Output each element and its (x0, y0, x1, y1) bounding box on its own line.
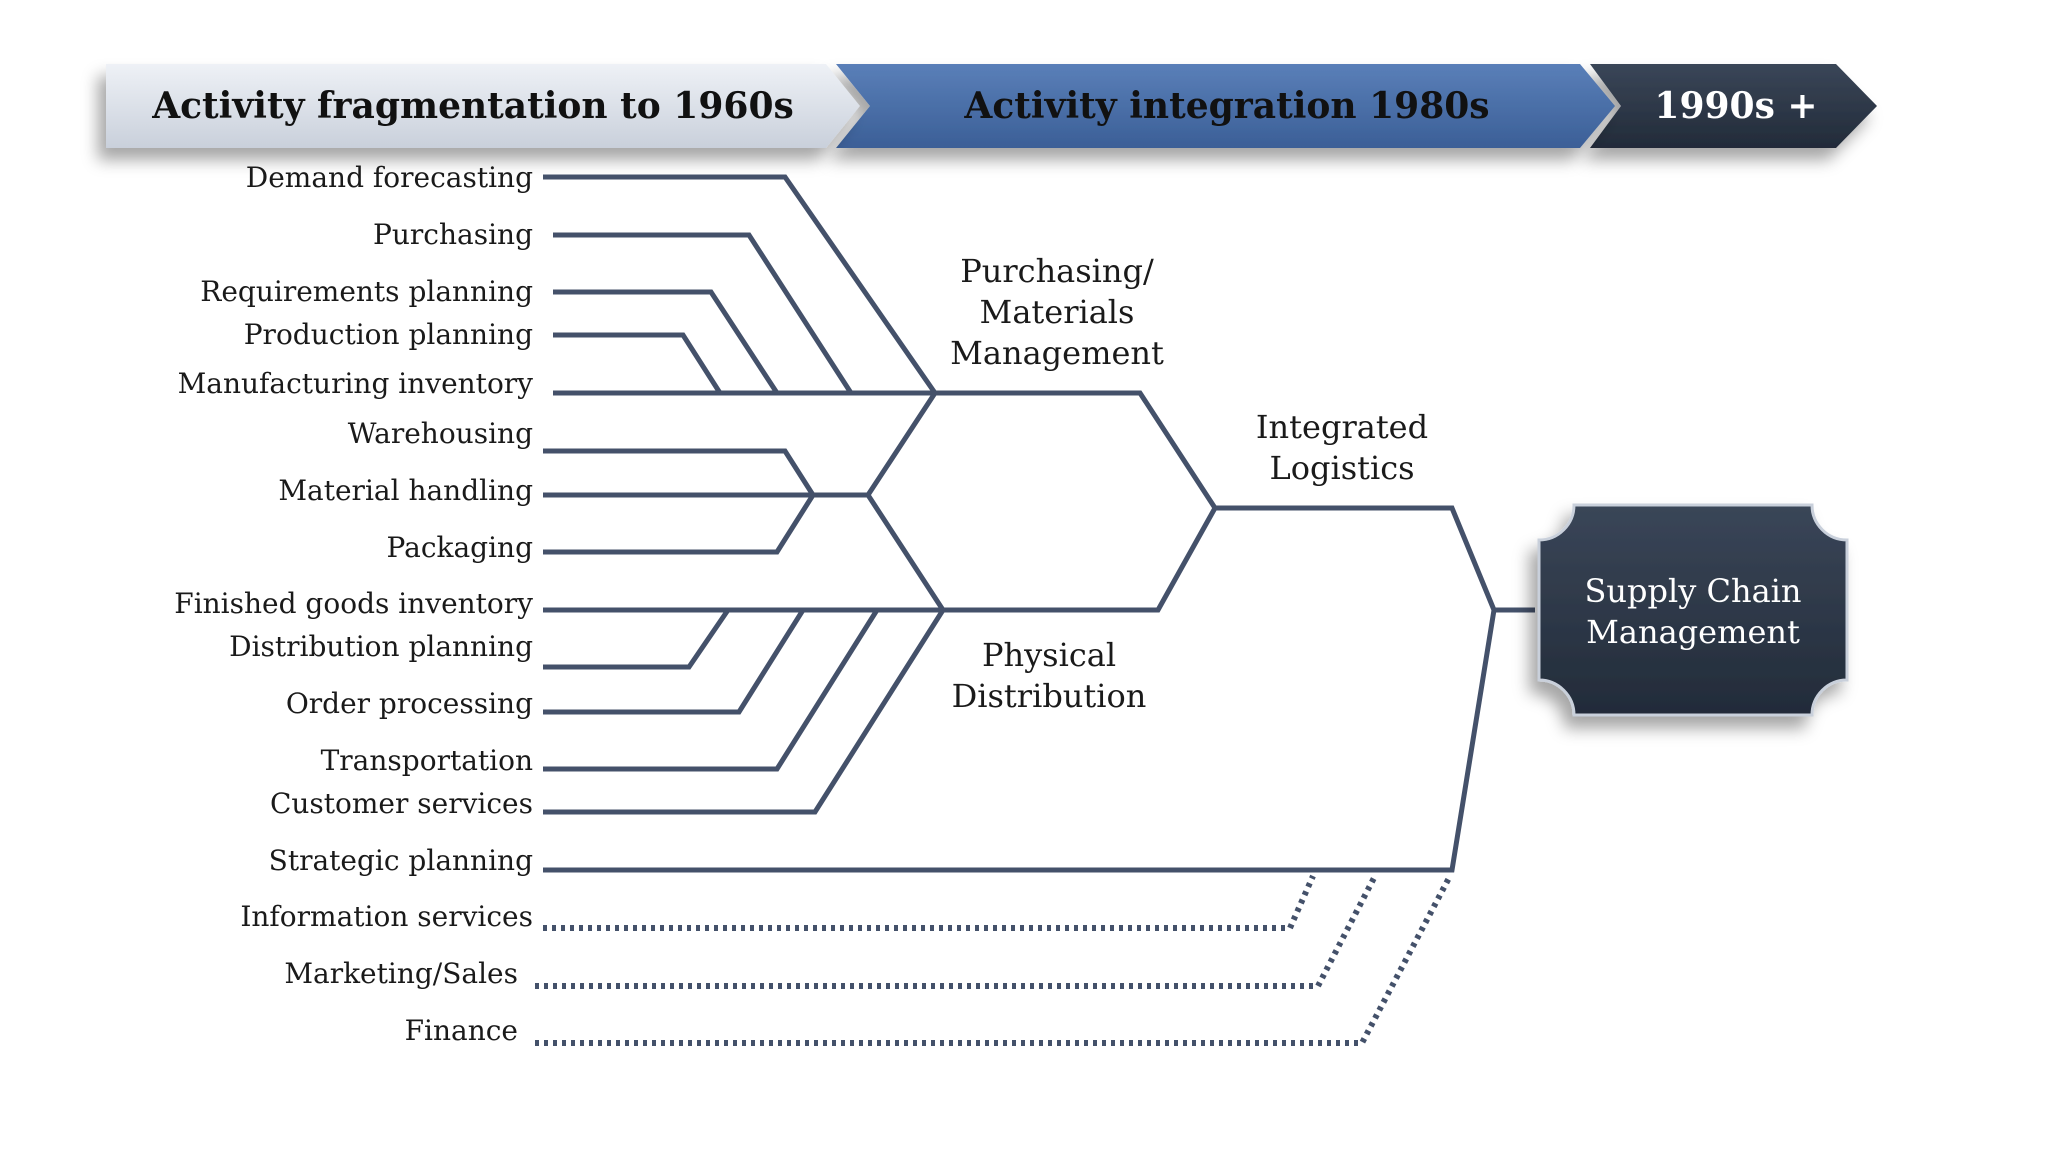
activity-label-marketing-sales: Marketing/Sales (284, 957, 518, 990)
activity-label-order-processing: Order processing (286, 687, 533, 720)
group-label-line-2: Distribution (952, 677, 1147, 715)
connector-integrated-logistics (543, 505, 1535, 873)
scm-plaque-shape (1537, 503, 1849, 717)
group-label-line-2: Logistics (1269, 449, 1414, 487)
timeline-label-1990s: 1990s + (1654, 85, 1817, 127)
timeline-segment-1990s (1590, 64, 1877, 148)
scm-label-line-1: Supply Chain (1585, 572, 1802, 610)
group-label-line-1: Integrated (1256, 408, 1428, 446)
group-label-integrated-logistics: Integrated Logistics (1256, 408, 1428, 487)
activity-label-requirements-planning: Requirements planning (200, 275, 533, 308)
activity-label-manufacturing-inventory: Manufacturing inventory (178, 367, 534, 400)
connector-dotted-emerging (535, 874, 1453, 1046)
timeline-label-fragmentation: Activity fragmentation to 1960s (151, 85, 794, 127)
activity-label-finance: Finance (405, 1014, 518, 1047)
activity-label-material-handling: Material handling (278, 474, 533, 507)
group-label-line-3: Management (950, 334, 1164, 372)
connector-physical-distribution (543, 506, 1218, 815)
timeline-band: Activity fragmentation to 1960s Activity… (106, 64, 1877, 148)
activity-label-information-services: Information services (240, 900, 533, 933)
activity-label-production-planning: Production planning (244, 318, 533, 351)
activity-label-packaging: Packaging (387, 531, 534, 564)
connector-warehousing-hub (543, 391, 946, 612)
activity-label-customer-services: Customer services (270, 787, 533, 820)
connector-purchasing-materials (543, 174, 1218, 510)
group-label-line-2: Materials (980, 293, 1135, 331)
activity-label-distribution-planning: Distribution planning (229, 630, 533, 663)
timeline-segment-integration (836, 64, 1615, 148)
activity-label-demand-forecasting: Demand forecasting (246, 161, 533, 194)
activity-label-purchasing: Purchasing (373, 218, 533, 251)
group-label-purchasing-materials: Purchasing/ Materials Management (950, 252, 1164, 372)
timeline-label-integration: Activity integration 1980s (963, 85, 1489, 127)
group-label-physical-distribution: Physical Distribution (952, 636, 1147, 715)
activity-label-finished-goods-inventory: Finished goods inventory (174, 587, 533, 620)
activity-label-strategic-planning: Strategic planning (269, 844, 533, 877)
activity-label-warehousing: Warehousing (348, 417, 533, 450)
timeline-segment-fragmentation (106, 64, 860, 148)
activity-label-transportation: Transportation (321, 744, 533, 777)
group-label-line-1: Physical (982, 636, 1116, 674)
supply-chain-management-box: Supply Chain Management (1537, 503, 1849, 717)
group-label-line-1: Purchasing/ (960, 252, 1154, 290)
activity-labels: Demand forecasting Purchasing Requiremen… (174, 161, 533, 1047)
scm-label-line-2: Management (1586, 613, 1800, 651)
